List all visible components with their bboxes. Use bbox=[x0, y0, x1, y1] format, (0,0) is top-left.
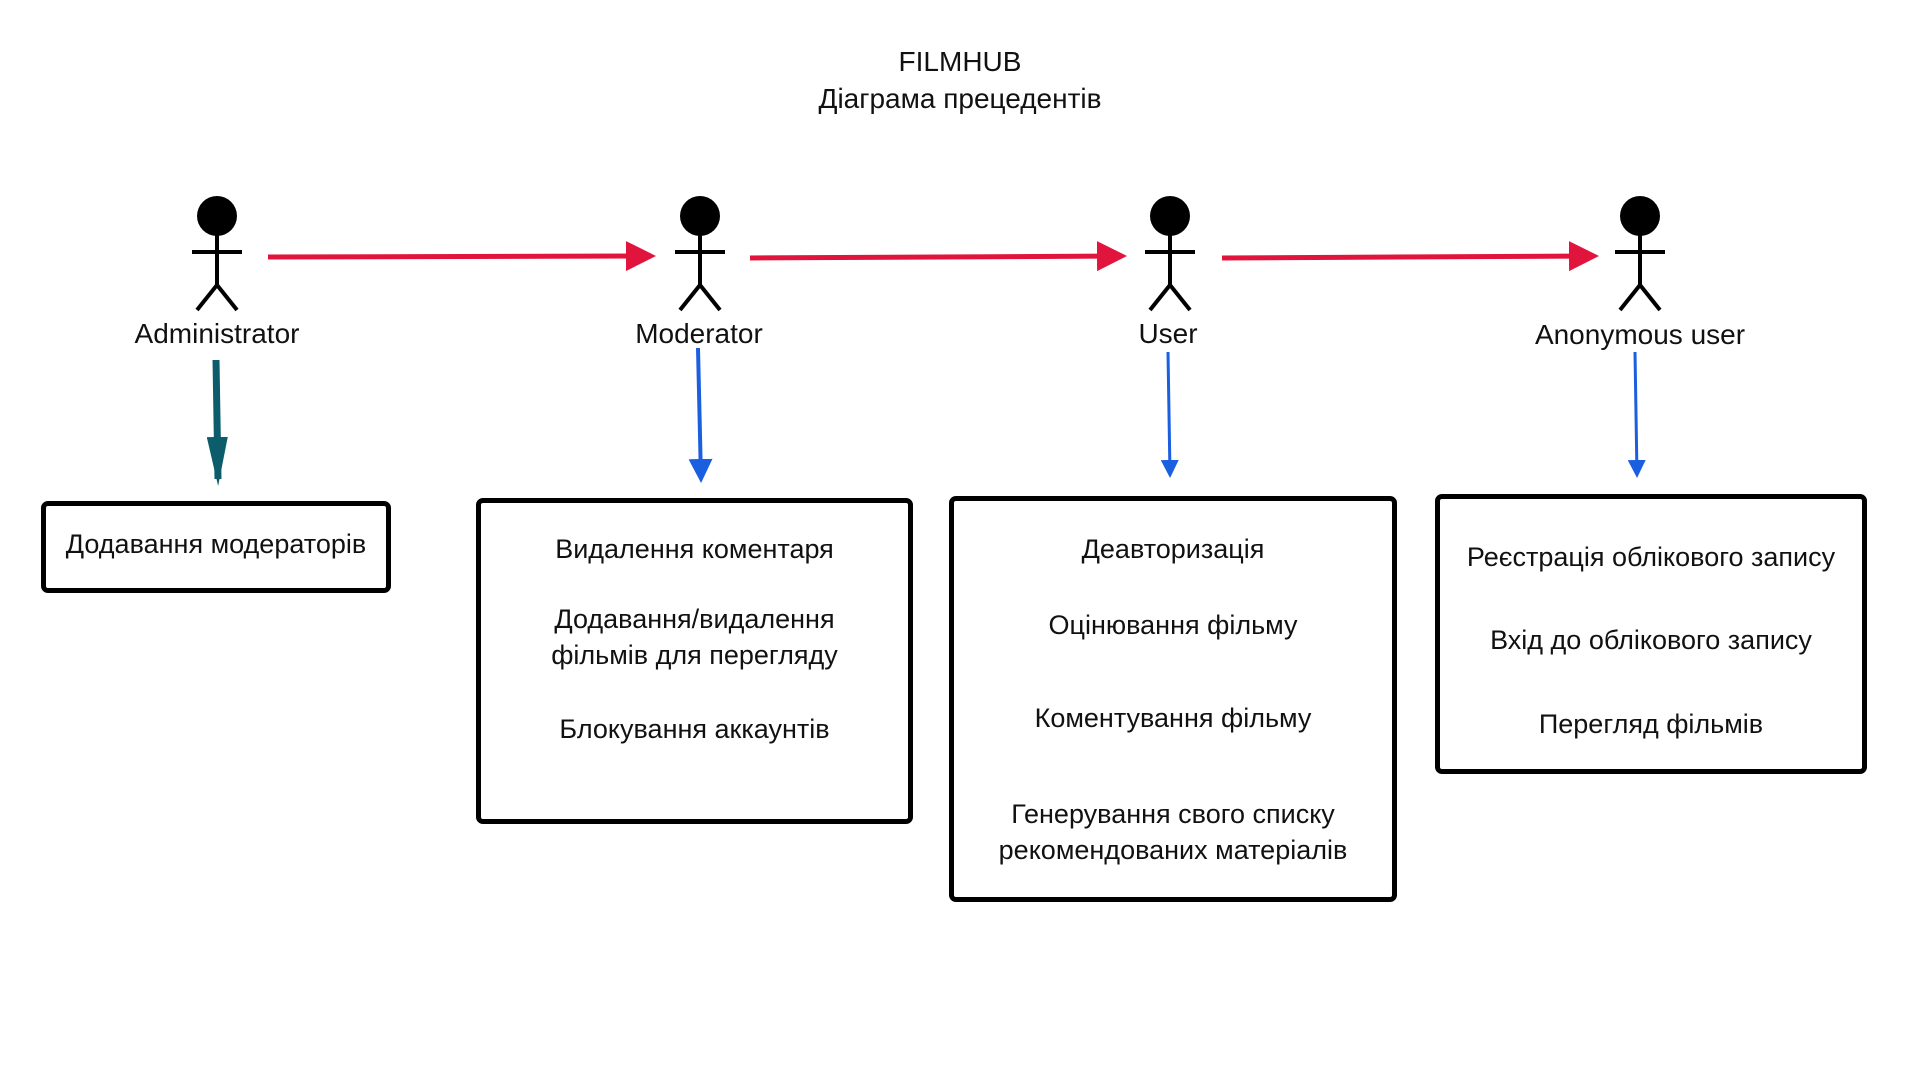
use-case-box-moderator: Видалення коментаря Додавання/видалення … bbox=[476, 498, 913, 824]
diagram-title: FILMHUB bbox=[898, 46, 1022, 77]
use-case-generate-recommendations: Генерування свого списку рекомендованих … bbox=[998, 799, 1348, 865]
actor-label-administrator: Administrator bbox=[134, 318, 300, 349]
use-case-login-account: Вхід до облікового запису bbox=[1490, 625, 1812, 655]
use-case-box-user: Деавторизація Оцінювання фільму Коментув… bbox=[949, 496, 1397, 902]
diagram-subtitle: Діаграма прецедентів bbox=[818, 83, 1102, 114]
use-case-register-account: Реєстрація облікового запису bbox=[1466, 542, 1836, 572]
use-case-block-accounts: Блокування аккаунтів bbox=[559, 714, 830, 744]
arrow-admin-to-usecases bbox=[206, 359, 228, 486]
actor-figure-user bbox=[1145, 196, 1195, 312]
use-case-browse-films: Перегляд фільмів bbox=[1538, 709, 1764, 739]
actor-label-anonymous-user: Anonymous user bbox=[1534, 319, 1746, 350]
actor-label-moderator: Moderator bbox=[635, 318, 763, 349]
use-case-logout: Деавторизація bbox=[1081, 534, 1265, 564]
use-case-comment-film: Коментування фільму bbox=[1034, 703, 1312, 733]
use-case-rate-film: Оцінювання фільму bbox=[1048, 610, 1298, 640]
arrow-user-to-usecases bbox=[1160, 351, 1179, 478]
use-case-box-anonymous-user: Реєстрація облікового запису Вхід до обл… bbox=[1435, 494, 1867, 774]
arrow-moderator-to-user bbox=[749, 241, 1127, 272]
use-case-add-remove-films: Додавання/видалення фільмів для перегляд… bbox=[551, 604, 838, 670]
arrow-moderator-to-usecases bbox=[688, 347, 713, 483]
use-case-add-moderators: Додавання модераторів bbox=[65, 529, 367, 559]
actor-figure-anonymous-user bbox=[1615, 196, 1665, 312]
actor-figure-administrator bbox=[192, 196, 242, 312]
arrow-user-to-anonymous bbox=[1221, 241, 1599, 272]
use-case-delete-comment: Видалення коментаря bbox=[555, 534, 834, 564]
actor-figure-moderator bbox=[675, 196, 725, 312]
arrow-admin-to-moderator bbox=[267, 241, 656, 272]
use-case-box-administrator: Додавання модераторів bbox=[41, 501, 391, 593]
arrow-anonymous-to-usecases bbox=[1627, 351, 1646, 478]
actor-label-user: User bbox=[1138, 318, 1198, 349]
